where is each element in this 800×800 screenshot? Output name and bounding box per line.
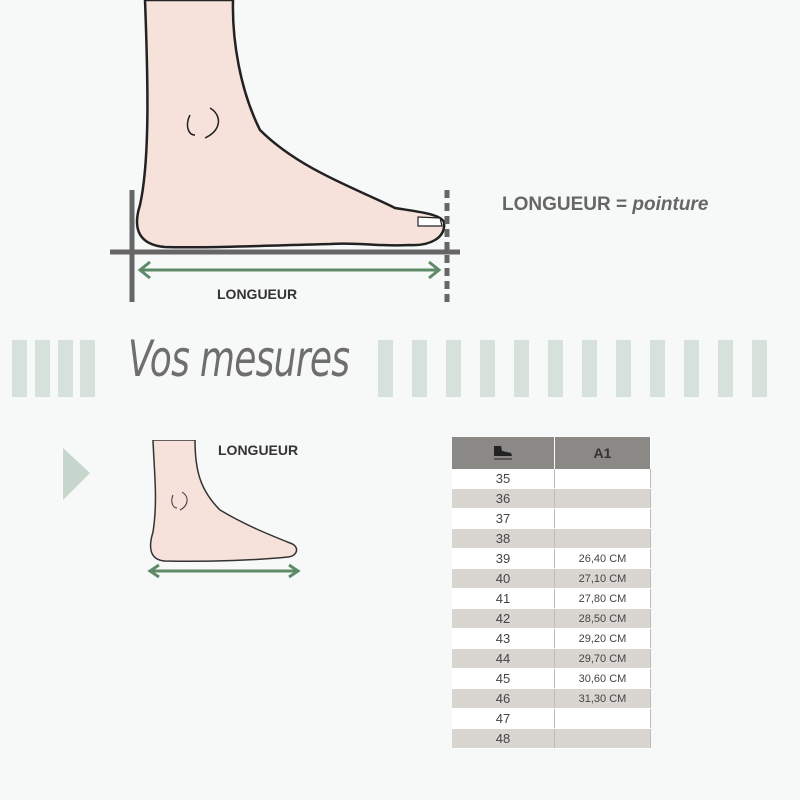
column-header-a1: A1 (554, 437, 651, 469)
size-cell: 40 (452, 568, 555, 589)
length-cell: 27,80 CM (554, 588, 651, 609)
length-cell (554, 728, 651, 749)
size-cell: 46 (452, 688, 555, 709)
large-foot-illustration (135, 0, 446, 249)
length-cell: 31,30 CM (554, 688, 651, 709)
shoe-length-icon (452, 437, 555, 469)
size-cell: 43 (452, 628, 555, 649)
table-row: 36 (452, 488, 651, 509)
foot-length-diagram (110, 0, 460, 302)
length-cell: 27,10 CM (554, 568, 651, 589)
formula-value: pointure (632, 194, 709, 215)
formula-label: LONGUEUR = (502, 194, 628, 215)
small-length-label: LONGUEUR (218, 442, 299, 458)
size-cell: 37 (452, 508, 555, 529)
size-cell: 35 (452, 469, 555, 489)
formula-text: LONGUEUR = pointure (502, 194, 708, 216)
small-foot-diagram (63, 440, 301, 579)
length-label: LONGUEUR (217, 286, 298, 302)
length-cell: 29,20 CM (554, 628, 651, 649)
small-foot-illustration (149, 440, 298, 563)
size-cell: 36 (452, 488, 555, 509)
length-cell (554, 469, 651, 489)
table-row: 37 (452, 508, 651, 529)
length-cell (554, 488, 651, 509)
table-row: 38 (452, 528, 651, 549)
length-cell (554, 708, 651, 729)
size-cell: 44 (452, 648, 555, 669)
size-cell: 41 (452, 588, 555, 609)
size-cell: 42 (452, 608, 555, 629)
length-cell: 30,60 CM (554, 668, 651, 689)
size-cell: 38 (452, 528, 555, 549)
section-title: Vos mesures (128, 330, 350, 388)
size-cell: 48 (452, 728, 555, 749)
length-cell: 28,50 CM (554, 608, 651, 629)
size-cell: 47 (452, 708, 555, 729)
length-cell (554, 508, 651, 529)
length-cell: 29,70 CM (554, 648, 651, 669)
table-row: 35 (452, 469, 651, 489)
length-cell: 26,40 CM (554, 548, 651, 569)
play-arrow-icon (63, 448, 90, 500)
size-cell: 39 (452, 548, 555, 569)
length-cell (554, 528, 651, 549)
size-cell: 45 (452, 668, 555, 689)
table-row: 48 (452, 728, 651, 749)
table-row: 47 (452, 708, 651, 729)
